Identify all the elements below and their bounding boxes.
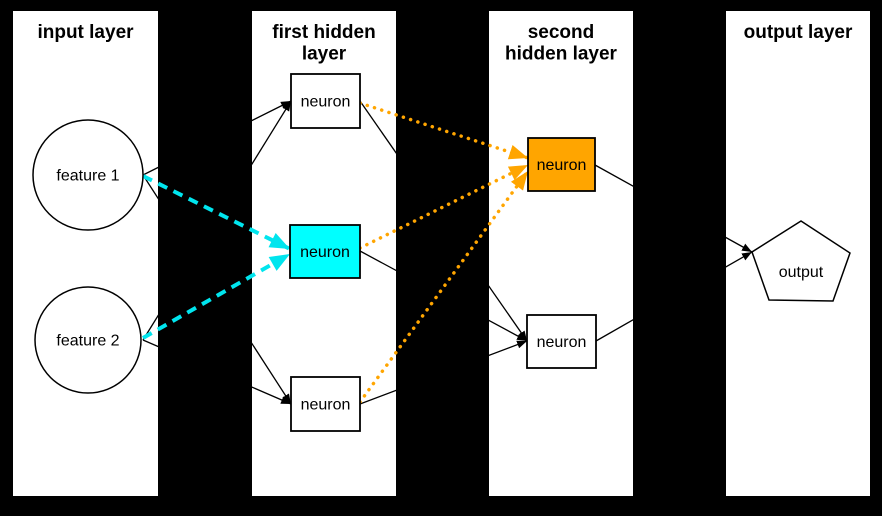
edge-hidden1-top-to-hidden2-top-orange [358,101,530,160]
title-output-layer: output layer [744,22,853,43]
edge-feature2-to-hidden1-top [142,100,292,341]
edge-hidden1-top-to-hidden2-bottom [359,100,528,342]
node-output-pentagon [751,220,851,302]
node-feature-2 [34,286,142,394]
edge-feature2-to-hidden1-middle-cyan [142,252,291,340]
edge-hidden2-bottom-to-output [595,251,753,342]
title-first-hidden-layer-line1: first hidden [272,22,375,43]
node-hidden1-top [290,73,361,129]
node-feature-1 [32,119,144,231]
node-hidden2-top-orange [527,137,596,192]
edge-hidden1-bottom-to-hidden2-top-orange [358,169,530,404]
label-hidden1-bottom: neuron [301,397,351,414]
label-output: output [779,264,824,281]
label-feature-2: feature 2 [56,333,119,350]
edge-feature2-to-hidden1-bottom [142,339,292,405]
node-hidden1-bottom [290,376,361,432]
edge-hidden2-top-to-output [594,164,753,253]
edge-hidden1-middle-to-hidden2-bottom [359,250,528,342]
edge-feature1-to-hidden1-middle-cyan [142,174,291,251]
title-second-hidden-layer-line1: second [528,22,595,43]
title-second-hidden-layer-line2: hidden layer [505,44,618,65]
label-hidden1-top: neuron [301,94,351,111]
node-hidden1-middle-cyan [289,224,361,279]
edge-hidden1-bottom-to-hidden2-bottom [359,340,528,405]
edge-feature1-to-hidden1-top [142,100,292,176]
edge-feature1-to-hidden1-bottom [142,174,292,405]
panel-second-hidden-layer [489,11,633,496]
panel-input-layer [13,11,158,496]
node-hidden2-bottom [526,314,597,369]
label-hidden2-top: neuron [537,157,587,174]
title-first-hidden-layer-line2: layer [302,44,347,65]
label-hidden1-middle: neuron [300,244,350,261]
title-input-layer: input layer [37,22,134,43]
label-feature-1: feature 1 [56,168,119,185]
label-hidden2-bottom: neuron [537,334,587,351]
edge-hidden1-middle-to-hidden2-top-orange [358,163,530,250]
